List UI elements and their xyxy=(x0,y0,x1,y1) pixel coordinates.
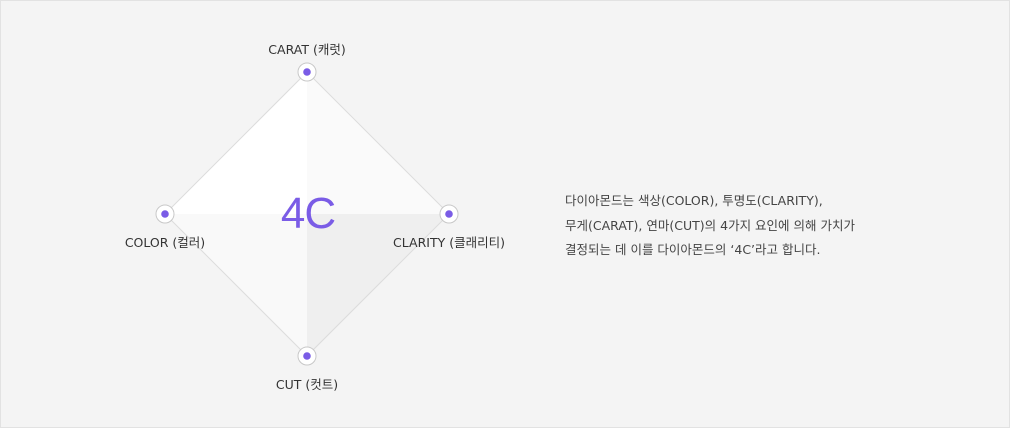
center-label: 4C xyxy=(280,189,336,238)
label-carat: CARAT (캐럿) xyxy=(268,42,346,57)
description-line: 결정되는 데 이를 다이아몬드의 ‘4C’라고 합니다. xyxy=(565,242,821,257)
description-line: 다이아몬드는 색상(COLOR), 투명도(CLARITY), xyxy=(565,193,823,208)
node-color-icon xyxy=(155,204,175,224)
node-carat-icon xyxy=(297,62,317,82)
description-text: 다이아몬드는 색상(COLOR), 투명도(CLARITY), 무게(CARAT… xyxy=(565,189,855,263)
node-cut-icon xyxy=(297,346,317,366)
label-cut: CUT (컷트) xyxy=(275,377,339,392)
node-clarity-icon xyxy=(439,204,459,224)
label-clarity: CLARITY (클래리티) xyxy=(393,235,505,250)
label-color: COLOR (컬러) xyxy=(124,235,206,250)
description-line: 무게(CARAT), 연마(CUT)의 4가지 요인에 의해 가치가 xyxy=(565,217,855,233)
